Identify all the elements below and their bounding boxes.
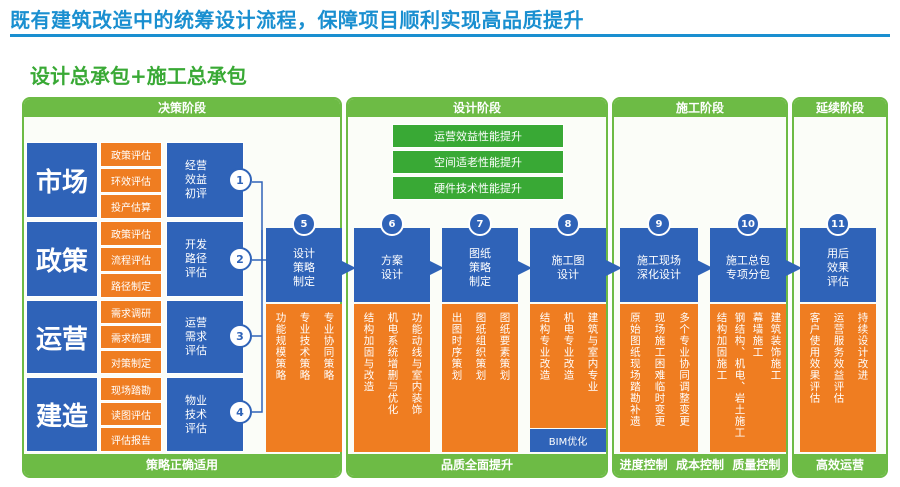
step8-item-3: 建筑与室内专业 bbox=[586, 312, 599, 393]
step-badge-6: 6 bbox=[380, 212, 404, 236]
step9-item-1: 原始图纸现场踏勘补遗 bbox=[628, 312, 641, 427]
design-goal-3: 硬件技术性能提升 bbox=[392, 176, 564, 200]
design-goal-2: 空间适老性能提升 bbox=[392, 150, 564, 174]
phase-design-footer: 品质全面提升 bbox=[348, 454, 606, 476]
step6-header-text: 方案 设计 bbox=[381, 254, 403, 281]
phase-construction-footer: 进度控制 成本控制 质量控制 bbox=[614, 454, 786, 476]
step7-item-1: 出图时序策划 bbox=[450, 312, 463, 381]
category-policy: 政策 bbox=[26, 221, 98, 297]
phase-construction-title: 施工阶段 bbox=[614, 99, 786, 117]
policy-item-1: 政策评估 bbox=[100, 221, 162, 246]
step-badge-2: 2 bbox=[228, 247, 252, 271]
category-construction: 建造 bbox=[26, 377, 98, 452]
assess-operation-text: 运营 需求 评估 bbox=[185, 316, 207, 357]
step11-item-3: 持续设计改进 bbox=[856, 312, 869, 381]
assess-market-text: 经营 效益 初评 bbox=[185, 159, 207, 200]
step6-body: 结构加固与改造 机电系统增删与优化 功能动线与室内装饰 bbox=[354, 304, 430, 452]
step10-body: 结构加固施工 钢结构、机电、岩土施工 幕墙施工 建筑装饰施工 bbox=[710, 304, 786, 452]
operation-item-2: 需求梳理 bbox=[100, 325, 162, 349]
step9-body: 原始图纸现场踏勘补遗 现场施工困难临时变更 多个专业协同调整变更 bbox=[620, 304, 698, 452]
step-badge-1: 1 bbox=[228, 168, 252, 192]
step-badge-7: 7 bbox=[468, 212, 492, 236]
step6-item-3: 功能动线与室内装饰 bbox=[410, 312, 423, 416]
step10-item-4: 建筑装饰施工 bbox=[769, 312, 782, 381]
page-title: 既有建筑改造中的统筹设计流程，保障项目顺利实现高品质提升 bbox=[10, 8, 584, 32]
step5-header-text: 设计 策略 制定 bbox=[293, 247, 315, 288]
step5-item-3: 专业协同策略 bbox=[322, 312, 335, 381]
step11-item-1: 客户使用效果评估 bbox=[808, 312, 821, 404]
step10-header-text: 施工总包 专项分包 bbox=[726, 254, 770, 281]
construction-item-1: 现场踏勘 bbox=[100, 377, 162, 401]
step7-item-2: 图纸组织策划 bbox=[474, 312, 487, 381]
market-item-1: 政策评估 bbox=[100, 142, 162, 167]
step7-header-text: 图纸 策略 制定 bbox=[469, 247, 491, 288]
step7-item-3: 图纸要素策划 bbox=[498, 312, 511, 381]
market-item-3: 投产估算 bbox=[100, 194, 162, 219]
step6-item-1: 结构加固与改造 bbox=[362, 312, 375, 393]
step9-item-2: 现场施工困难临时变更 bbox=[653, 312, 666, 427]
step6-header: 方案 设计 bbox=[354, 228, 430, 302]
assess-construction-text: 物业 技术 评估 bbox=[185, 393, 207, 435]
step5-item-2: 专业技术策略 bbox=[298, 312, 311, 381]
construction-item-2: 读图评估 bbox=[100, 402, 162, 426]
step-badge-9: 9 bbox=[647, 212, 671, 236]
phase-design-title: 设计阶段 bbox=[348, 99, 606, 117]
step9-header: 施工现场 深化设计 bbox=[620, 228, 698, 302]
title-divider bbox=[10, 34, 890, 37]
operation-item-1: 需求调研 bbox=[100, 300, 162, 324]
step-badge-3: 3 bbox=[228, 324, 252, 348]
step11-header: 用后 效果 评估 bbox=[800, 228, 876, 302]
step7-body: 出图时序策划 图纸组织策划 图纸要素策划 bbox=[442, 304, 518, 452]
phase-continuation-title: 延续阶段 bbox=[794, 99, 886, 117]
step8-item-1: 结构专业改造 bbox=[538, 312, 551, 381]
operation-item-3: 对策制定 bbox=[100, 350, 162, 374]
design-goal-1: 运营效益性能提升 bbox=[392, 124, 564, 148]
step11-body: 客户使用效果评估 运营服务效益评估 持续设计改进 bbox=[800, 304, 876, 452]
step9-item-3: 多个专业协同调整变更 bbox=[678, 312, 691, 427]
step10-item-3: 幕墙施工 bbox=[751, 312, 764, 358]
step5-body: 功能规模策略 专业技术策略 专业协同策略 bbox=[266, 304, 342, 452]
phase-decision-footer: 策略正确适用 bbox=[24, 454, 340, 476]
step11-item-2: 运营服务效益评估 bbox=[832, 312, 845, 404]
step8-body: 结构专业改造 机电专业改造 建筑与室内专业 bbox=[530, 304, 606, 428]
policy-item-2: 流程评估 bbox=[100, 247, 162, 272]
bim-optimization: BIM优化 bbox=[530, 429, 606, 452]
policy-item-3: 路径制定 bbox=[100, 273, 162, 298]
step9-header-text: 施工现场 深化设计 bbox=[637, 254, 681, 281]
step-badge-5: 5 bbox=[292, 212, 316, 236]
step-badge-10: 10 bbox=[736, 212, 760, 236]
category-operation: 运营 bbox=[26, 300, 98, 374]
step8-header-text: 施工图 设计 bbox=[551, 254, 585, 281]
step10-header: 施工总包 专项分包 bbox=[710, 228, 786, 302]
phase-continuation-footer: 高效运营 bbox=[794, 454, 886, 476]
construction-item-3: 评估报告 bbox=[100, 427, 162, 452]
step8-item-2: 机电专业改造 bbox=[562, 312, 575, 381]
phase-decision-title: 决策阶段 bbox=[24, 99, 340, 117]
step-badge-8: 8 bbox=[556, 212, 580, 236]
category-market: 市场 bbox=[26, 142, 98, 218]
step8-header: 施工图 设计 bbox=[530, 228, 606, 302]
page-subtitle: 设计总承包+施工总承包 bbox=[30, 64, 247, 88]
step6-item-2: 机电系统增删与优化 bbox=[386, 312, 399, 416]
step5-header: 设计 策略 制定 bbox=[266, 228, 342, 302]
step-badge-4: 4 bbox=[228, 400, 252, 424]
step5-item-1: 功能规模策略 bbox=[274, 312, 287, 381]
assess-policy-text: 开发 路径 评估 bbox=[185, 238, 207, 279]
market-item-2: 环效评估 bbox=[100, 168, 162, 193]
step10-item-2: 钢结构、机电、岩土施工 bbox=[733, 312, 746, 439]
step7-header: 图纸 策略 制定 bbox=[442, 228, 518, 302]
step10-item-1: 结构加固施工 bbox=[715, 312, 728, 381]
step-badge-11: 11 bbox=[826, 212, 850, 236]
step11-header-text: 用后 效果 评估 bbox=[827, 247, 849, 288]
